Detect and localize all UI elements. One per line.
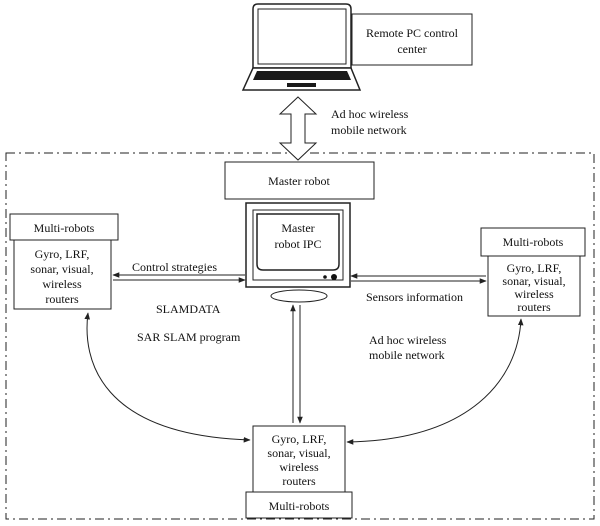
left-robots-box (13, 239, 112, 310)
link-top-line2: mobile network (331, 123, 407, 137)
adhoc-line1: Ad hoc wireless (369, 333, 447, 347)
left-robots-line: Gyro, LRF, (35, 247, 90, 261)
master-ipc-line2: robot IPC (274, 237, 321, 251)
left-robots-line: wireless (42, 277, 82, 291)
master-ipc-line1: Master (281, 221, 314, 235)
bottom-robots-title: Multi-robots (269, 499, 330, 513)
left-robots-title-box (9, 213, 119, 241)
wireless-link-arrow (278, 96, 318, 161)
bottom-robots-line: sonar, visual, (267, 446, 330, 460)
right-robots-box (487, 255, 581, 317)
right-robots-title: Multi-robots (503, 235, 564, 249)
bottom-robots-line: routers (282, 474, 316, 488)
bottom-robots-box (252, 425, 346, 493)
right-robots-line: wireless (514, 287, 554, 301)
right-robots-title-box (480, 227, 586, 257)
remote-center-line1: Remote PC control (366, 26, 459, 40)
control-strategies-label: Control strategies (132, 260, 217, 274)
left-robots-title: Multi-robots (34, 221, 95, 235)
right-robots-line: sonar, visual, (502, 274, 565, 288)
left-robots-line: routers (45, 292, 79, 306)
bottom-robots-title-box (245, 491, 353, 519)
left-curve-link (84, 312, 251, 443)
slamdata-label: SLAMDATA (156, 302, 221, 316)
right-robots-line: Gyro, LRF, (507, 261, 562, 275)
master-robot-box (224, 161, 375, 200)
bottom-robots-line: Gyro, LRF, (272, 432, 327, 446)
left-robots-line: sonar, visual, (30, 262, 93, 276)
adhoc-line2: mobile network (369, 348, 445, 362)
remote-center-line2: center (397, 42, 426, 56)
sar-slam-label: SAR SLAM program (137, 330, 241, 344)
remote-center-box (351, 13, 473, 66)
sensors-information-label: Sensors information (366, 290, 463, 304)
laptop-icon (241, 3, 362, 91)
monitor-icon (245, 202, 351, 303)
bottom-robots-line: wireless (279, 460, 319, 474)
master-robot-label: Master robot (268, 174, 330, 188)
link-top-line1: Ad hoc wireless (331, 107, 409, 121)
right-curve-link (346, 318, 524, 445)
right-robots-line: routers (517, 300, 551, 314)
